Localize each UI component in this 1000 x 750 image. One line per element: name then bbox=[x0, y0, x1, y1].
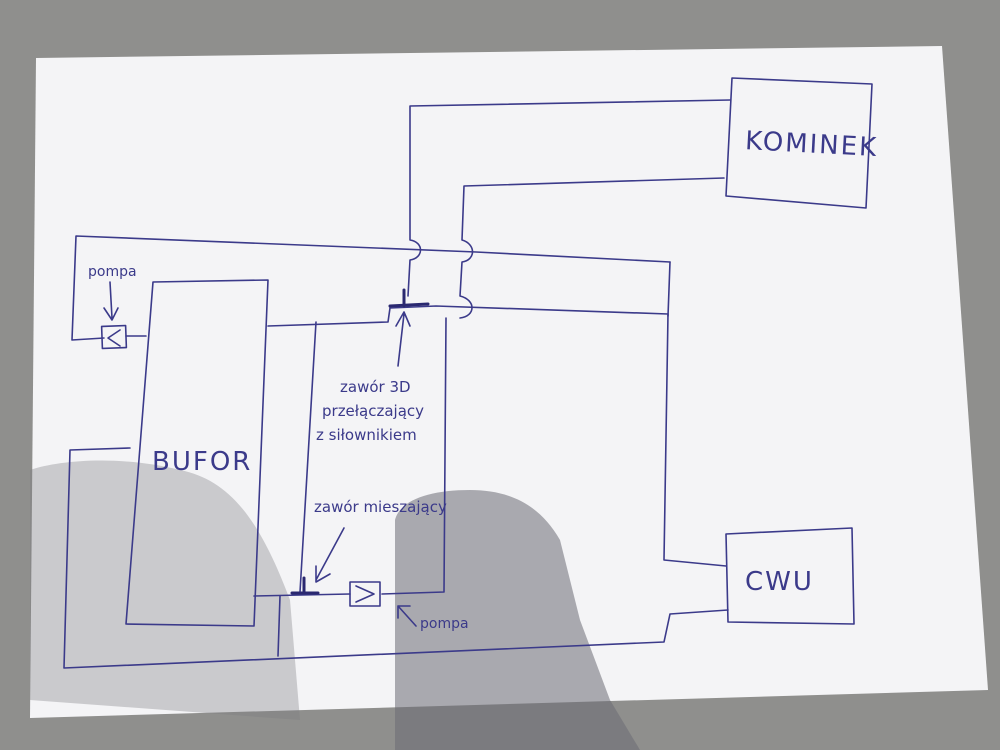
pump-top-arrow-icon bbox=[103, 281, 119, 321]
pipe-upper-loop bbox=[71, 235, 671, 341]
cwu-unit: CWU bbox=[725, 527, 855, 625]
pipe-kominek-outlet bbox=[407, 99, 731, 297]
valve-3d-body bbox=[388, 302, 430, 308]
bufor-tank: BUFOR bbox=[125, 279, 269, 627]
valve-3d: zawór 3D przełączający z siłownikiem bbox=[316, 288, 430, 444]
pipe-right-vertical bbox=[667, 261, 671, 317]
pipe-inner-loop bbox=[299, 317, 447, 595]
bufor-label: BUFOR bbox=[152, 447, 252, 477]
valve-3d-label-line1: zawór 3D bbox=[340, 378, 411, 396]
pump-top-symbol-icon bbox=[107, 329, 121, 347]
valve-mixing: zawór mieszający bbox=[290, 498, 447, 595]
pump-bottom: pompa bbox=[349, 581, 469, 632]
pump-top-box bbox=[100, 324, 128, 350]
pipe-bottom-bufor bbox=[253, 593, 351, 597]
pump-bottom-box bbox=[349, 581, 381, 607]
shadow-region bbox=[395, 490, 640, 750]
valve-3d-arrow-icon bbox=[395, 311, 411, 367]
cwu-box bbox=[725, 527, 855, 625]
valve-mixing-arrow-icon bbox=[315, 527, 345, 583]
pipe-left-outer bbox=[63, 447, 729, 669]
pump-bottom-symbol-icon bbox=[355, 585, 375, 603]
pipe-kominek-return bbox=[459, 177, 725, 319]
paper-sheet bbox=[30, 46, 988, 718]
pipe-lower-left bbox=[277, 595, 281, 657]
valve-3d-label-line3: z siłownikiem bbox=[316, 426, 417, 444]
valve-mixing-label: zawór mieszający bbox=[314, 498, 447, 516]
shadow-region-left bbox=[30, 460, 300, 720]
bufor-box bbox=[125, 279, 269, 627]
kominek-unit: KOMINEK bbox=[725, 77, 879, 209]
pump-top: pompa bbox=[88, 264, 137, 350]
kominek-box bbox=[725, 77, 873, 209]
pump-bottom-label: pompa bbox=[420, 616, 469, 632]
kominek-label: KOMINEK bbox=[744, 126, 879, 163]
pump-top-label: pompa bbox=[88, 264, 137, 280]
pump-bottom-arrow-icon bbox=[397, 605, 417, 627]
piping bbox=[63, 99, 731, 669]
pipe-valve-level bbox=[267, 305, 727, 567]
cwu-label: CWU bbox=[745, 567, 814, 597]
valve-3d-label-line2: przełączający bbox=[322, 402, 424, 420]
